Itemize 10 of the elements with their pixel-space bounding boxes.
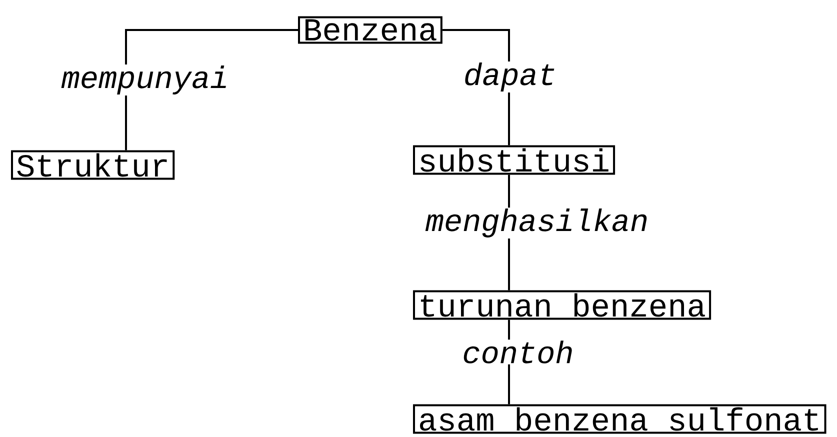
edge-label: contoh	[461, 340, 575, 364]
connector-line	[125, 29, 298, 150]
concept-box: asam benzena sulfonat	[413, 404, 826, 434]
concept-box: turunan benzena	[413, 290, 712, 320]
edge-label: mempunyai	[60, 64, 230, 96]
edge-label: dapat	[462, 62, 558, 92]
concept-box: Struktur	[11, 150, 175, 180]
concept-box: Benzena	[298, 16, 442, 44]
concept-box: substitusi	[413, 145, 616, 175]
edge-label: menghasilkan	[424, 208, 650, 238]
